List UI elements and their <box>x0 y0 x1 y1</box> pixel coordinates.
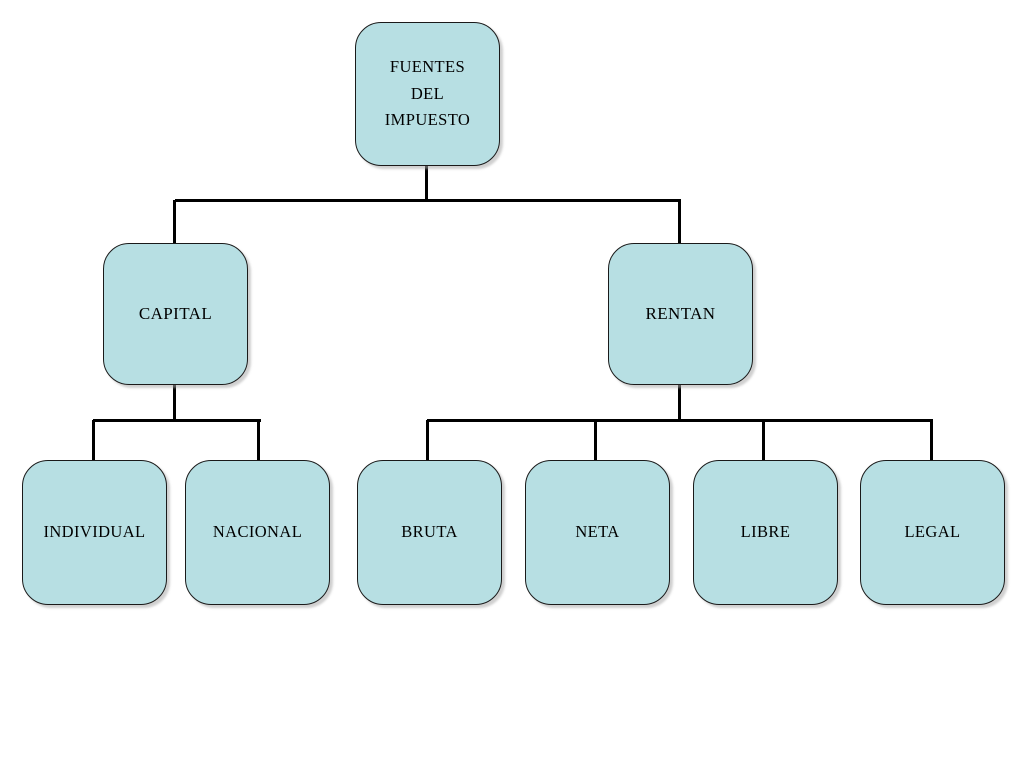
connector-capital-stem <box>173 385 176 422</box>
node-label-bruta: BRUTA <box>401 522 458 542</box>
connector-drop-individual <box>92 420 95 462</box>
node-label-libre: LIBRE <box>740 522 791 542</box>
node-label-rentan: RENTAN <box>645 304 716 324</box>
connector-root-stem <box>425 166 428 202</box>
connector-root-bus <box>175 199 681 202</box>
node-fuentes-del-impuesto[interactable]: FUENTES DEL IMPUESTO <box>355 22 500 166</box>
node-label-neta: NETA <box>575 522 620 542</box>
node-capital[interactable]: CAPITAL <box>103 243 248 385</box>
node-label-legal: LEGAL <box>904 522 961 542</box>
node-rentan[interactable]: RENTAN <box>608 243 753 385</box>
node-legal[interactable]: LEGAL <box>860 460 1005 605</box>
node-label-individual: INDIVIDUAL <box>43 522 146 542</box>
node-bruta[interactable]: BRUTA <box>357 460 502 605</box>
node-individual[interactable]: INDIVIDUAL <box>22 460 167 605</box>
connector-drop-capital <box>173 200 176 245</box>
connector-rentan-bus <box>427 419 933 422</box>
connector-drop-neta <box>594 420 597 462</box>
connector-drop-nacional <box>257 420 260 462</box>
node-nacional[interactable]: NACIONAL <box>185 460 330 605</box>
connector-drop-legal <box>930 420 933 462</box>
connector-capital-bus <box>93 419 261 422</box>
node-libre[interactable]: LIBRE <box>693 460 838 605</box>
node-label-capital: CAPITAL <box>138 304 213 324</box>
connector-drop-rentan <box>678 200 681 245</box>
connector-rentan-stem <box>678 385 681 422</box>
node-neta[interactable]: NETA <box>525 460 670 605</box>
node-label-nacional: NACIONAL <box>212 522 303 542</box>
node-label-root: FUENTES DEL IMPUESTO <box>384 56 471 130</box>
connector-drop-libre <box>762 420 765 462</box>
connector-drop-bruta <box>426 420 429 462</box>
